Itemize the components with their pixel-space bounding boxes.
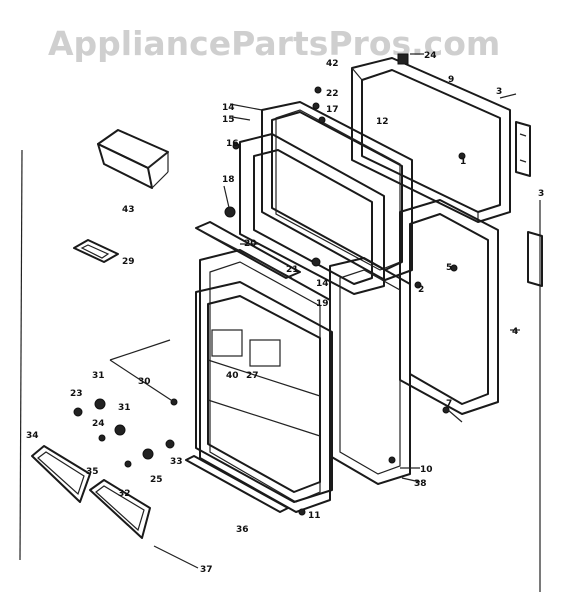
callout-3-top: 3 (496, 87, 502, 97)
callout-43: 43 (122, 205, 135, 215)
upper-door-gasket (275, 109, 401, 271)
callout-9: 9 (448, 75, 454, 85)
callout-22: 22 (326, 89, 339, 99)
callout-4: 4 (512, 327, 518, 337)
upper-door-liner (239, 101, 413, 295)
callout-36: 36 (236, 525, 249, 535)
leader-lines (109, 53, 520, 569)
callout-30: 30 (138, 377, 151, 387)
frame-left-line (19, 149, 23, 561)
callout-14-top: 14 (222, 103, 235, 113)
callout-25: 25 (150, 475, 163, 485)
clip-part (73, 239, 119, 263)
door-handle-bar (195, 221, 301, 279)
callout-31-b: 31 (118, 403, 131, 413)
callout-34: 34 (26, 431, 39, 441)
upper-door-outer-panel (351, 57, 511, 223)
callout-28: 29 (122, 257, 135, 267)
callout-27: 27 (246, 371, 259, 381)
callout-21: 21 (286, 265, 299, 275)
callout-14-mid: 14 (316, 279, 329, 289)
callout-38: 38 (414, 479, 427, 489)
hardware-parts (73, 53, 466, 516)
lower-door-liner (195, 281, 333, 503)
watermark: AppliancePartsPros.com (48, 24, 500, 63)
callout-18: 18 (222, 175, 235, 185)
callout-31-a: 31 (92, 371, 105, 381)
callout-10: 10 (420, 465, 433, 475)
lower-door-outer-panel (399, 199, 499, 415)
lower-door-gasket-frame (199, 249, 411, 513)
callout-labels: 42 24 9 3 22 17 12 14 15 16 18 1 3 43 20… (26, 51, 544, 575)
callout-37: 37 (200, 565, 213, 575)
callout-40: 40 (226, 371, 239, 381)
callout-11: 11 (308, 511, 321, 521)
callout-33: 33 (170, 457, 183, 467)
callout-1: 1 (460, 157, 466, 167)
callout-15: 15 (222, 115, 235, 125)
callout-32: 32 (118, 489, 131, 499)
butter-dish (97, 129, 169, 189)
callout-17: 17 (326, 105, 339, 115)
callout-16: 16 (226, 139, 239, 149)
callout-2: 2 (418, 285, 424, 295)
upper-hinge-bracket (515, 121, 531, 177)
dairy-door-panel-left (31, 445, 91, 503)
callout-24-mid: 24 (92, 419, 105, 429)
callout-20: 20 (244, 239, 257, 249)
callout-12: 12 (376, 117, 389, 127)
lower-hinge-bracket (527, 231, 543, 287)
callout-35: 35 (86, 467, 99, 477)
bottom-trim-strip (185, 455, 289, 513)
callout-23: 23 (70, 389, 83, 399)
callout-5: 5 (446, 263, 452, 273)
callout-42: 42 (326, 59, 339, 69)
dairy-door-panel-right (89, 479, 151, 539)
callout-24-top: 24 (424, 51, 437, 61)
callout-7: 7 (446, 399, 452, 409)
callout-3-mid: 3 (538, 189, 544, 199)
callout-19: 19 (316, 299, 329, 309)
